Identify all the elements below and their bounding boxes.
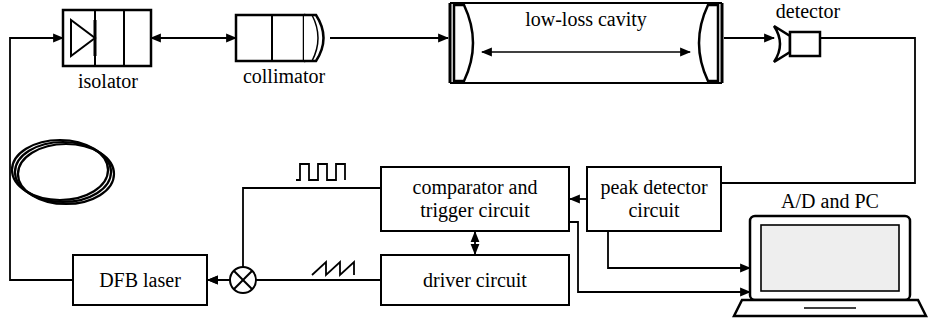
- process-box: peak detector circuit: [586, 166, 722, 232]
- connector: [570, 198, 586, 200]
- mixer-symbol: [230, 267, 256, 293]
- connector: [10, 38, 72, 280]
- detector-symbol: detector: [760, 0, 856, 64]
- node-label: driver circuit: [423, 269, 527, 292]
- connector: [608, 232, 750, 268]
- connector: [474, 232, 476, 254]
- connector: [570, 222, 750, 292]
- collimator-block: collimator: [232, 8, 336, 100]
- connector: [724, 37, 774, 39]
- cavity: low-loss cavity: [448, 0, 724, 86]
- sawtooth-wave: [312, 262, 354, 275]
- node-label: comparator and trigger circuit: [390, 176, 560, 222]
- detector-symbol-drawing: [774, 26, 820, 62]
- node-label: DFB laser: [99, 269, 181, 292]
- node-label: peak detector circuit: [596, 176, 712, 222]
- node-label: isolator: [78, 70, 138, 93]
- process-box: comparator and trigger circuit: [380, 166, 570, 232]
- collimator-block-drawing: [236, 15, 324, 61]
- cavity-drawing: [450, 3, 722, 83]
- process-box: driver circuit: [380, 254, 570, 306]
- connector: [330, 37, 448, 39]
- node-label: collimator: [243, 65, 325, 88]
- node-label: detector: [776, 0, 840, 23]
- connector: [208, 188, 380, 280]
- square-wave: [296, 164, 345, 180]
- node-label: A/D and PC: [781, 190, 879, 213]
- node-label: low-loss cavity: [525, 8, 647, 31]
- isolator-block-drawing: [63, 10, 151, 66]
- computer-drawing: [734, 216, 926, 316]
- isolator-block: isolator: [58, 8, 158, 100]
- laser-box: DFB laser: [72, 254, 208, 306]
- connector: [151, 37, 236, 39]
- computer: A/D and PC: [734, 190, 926, 323]
- connector: [722, 38, 915, 183]
- fiber-coil: [12, 140, 114, 204]
